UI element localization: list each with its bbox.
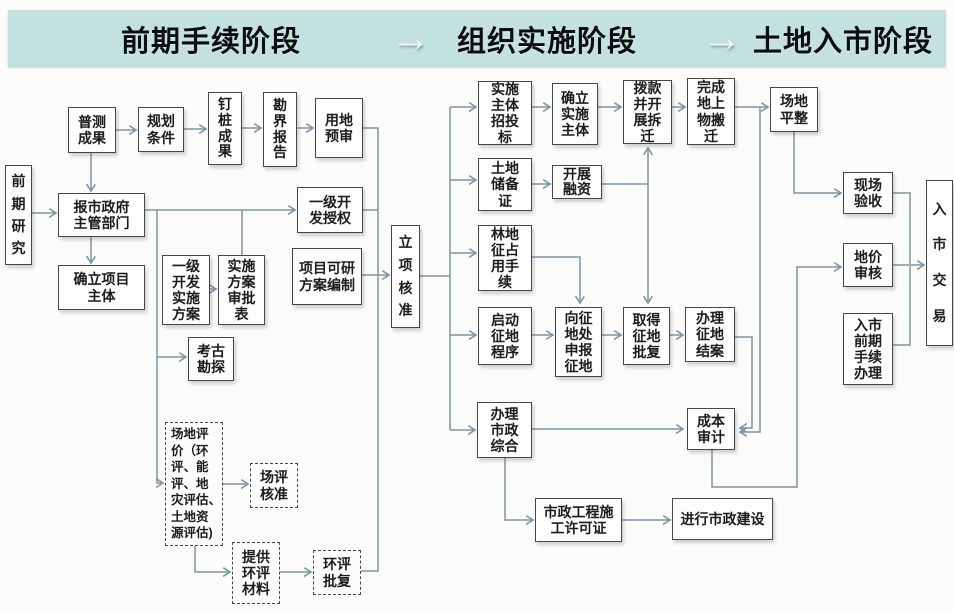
phase-arrow-icon: → [391,16,431,60]
flow-node-lixiang-hezhun: 立 项 核 准 [391,225,420,328]
flow-node-huanping-pifu: 环评 批复 [313,550,361,595]
phase-header-band: 前期手续阶段 → 组织实施阶段 → 土地入市阶段 [8,10,946,67]
flow-node-changdi-pingzheng: 场地 平整 [770,87,818,132]
flow-edge [361,276,379,572]
flow-node-tudi-chubeizheng: 土地 储备 证 [478,158,532,211]
phase-title-preliminary-procedures: 前期手续阶段 [121,25,302,58]
flow-node-kaogu-kantan: 考古 勘探 [188,337,234,381]
flow-node-qidong-zhengdi-chengxu: 启动 征地 程序 [478,307,532,365]
flow-edge [711,267,841,488]
flow-node-rushi-qianqi-shouxu: 入市 前期 手续 办理 [843,313,893,385]
flow-node-changping-hezhun: 场评 核准 [250,463,298,508]
flow-edge [363,127,389,275]
flow-node-yongdi-yushen: 用地 预审 [315,98,363,158]
flow-node-yiji-kaifa-shishi-fangan: 一级 开发 实施 方案 [162,255,210,325]
flow-edge [793,132,841,193]
flow-node-dijia-shenhe: 地价 审核 [843,243,893,287]
flow-node-kaizhan-rongzi: 开展 融资 [552,165,602,199]
flow-node-changdi-pingjia: 场地评 价（环 评、能 评、地 灾评估、 土地资 源评估) [165,422,223,546]
flow-node-banli-shizheng-zonghe: 办理 市政 综合 [477,402,532,458]
flow-edge [157,210,163,483]
flow-node-chengben-shenji: 成本 审计 [687,408,735,450]
flow-node-shishi-fangan-shenpibiao: 实施 方案 审批 表 [218,255,265,325]
flow-node-shizheng-gongcheng-xukezheng: 市政工程施 工许可证 [535,498,622,542]
flow-node-puce-chengguo: 普测 成果 [68,107,116,153]
flow-node-bokuan-kaizhan-chaiqian: 拨款 并开 展拆 迁 [623,80,672,144]
flow-edge [893,192,911,264]
flow-node-xianchang-yanshou: 现场 验收 [843,172,893,214]
flow-node-qude-zhengdi-pifu: 取得 征地 批复 [623,307,670,365]
flow-edge [194,546,230,572]
flow-node-dingzhuang-chengguo: 钉 桩 成 果 [208,92,242,165]
flow-node-tigong-huanping-cailiao: 提供 环评 材料 [232,542,280,604]
flow-node-yiji-kaifa-shouquan: 一级开 发授权 [297,187,363,233]
flow-node-jinxing-shizheng-jianshe: 进行市政建设 [672,498,773,540]
phase-title-land-market-entry: 土地入市阶段 [753,25,934,58]
flow-node-guihua-tiaojian: 规划 条件 [138,107,184,152]
phase-arrow-icon: → [702,16,742,60]
flow-node-rushi-jiaoyi: 入 市 交 易 [926,180,953,346]
flow-node-bao-shizhengfu-bumen: 报市政府 主管部门 [58,193,145,237]
flow-node-shishi-zhuti-zhaotoubiao: 实施 主体 招投 标 [478,81,532,145]
flow-node-wancheng-dishangwu-banqian: 完成 地上 物搬 迁 [687,78,735,145]
flow-edge [504,458,533,520]
flow-node-kanjie-baogao: 勘 界 报 告 [263,92,297,167]
phase-title-organization-implementation: 组织实施阶段 [457,25,638,58]
flow-edge [740,107,761,432]
flow-edge [735,336,753,428]
flow-node-banli-zhengdi-jiean: 办理 征地 结案 [685,307,735,362]
flow-edge [532,256,580,303]
flow-edge [893,266,911,346]
flow-node-queli-shishi-zhuti: 确立 实施 主体 [552,83,598,145]
flow-node-lindi-zhengzhan-shouxu: 林地 征占 用手 续 [478,225,532,291]
flow-node-qianqi-yanjiu: 前 期 研 究 [5,165,32,265]
flow-node-xiangmu-keyan-fangan: 项目可研 方案编制 [292,248,362,305]
flow-node-xiang-zhengdichu-shenbao: 向征 地处 申报 征地 [555,307,602,377]
flow-node-queli-xiangmu-zhuti: 确立项目 主体 [58,265,145,310]
